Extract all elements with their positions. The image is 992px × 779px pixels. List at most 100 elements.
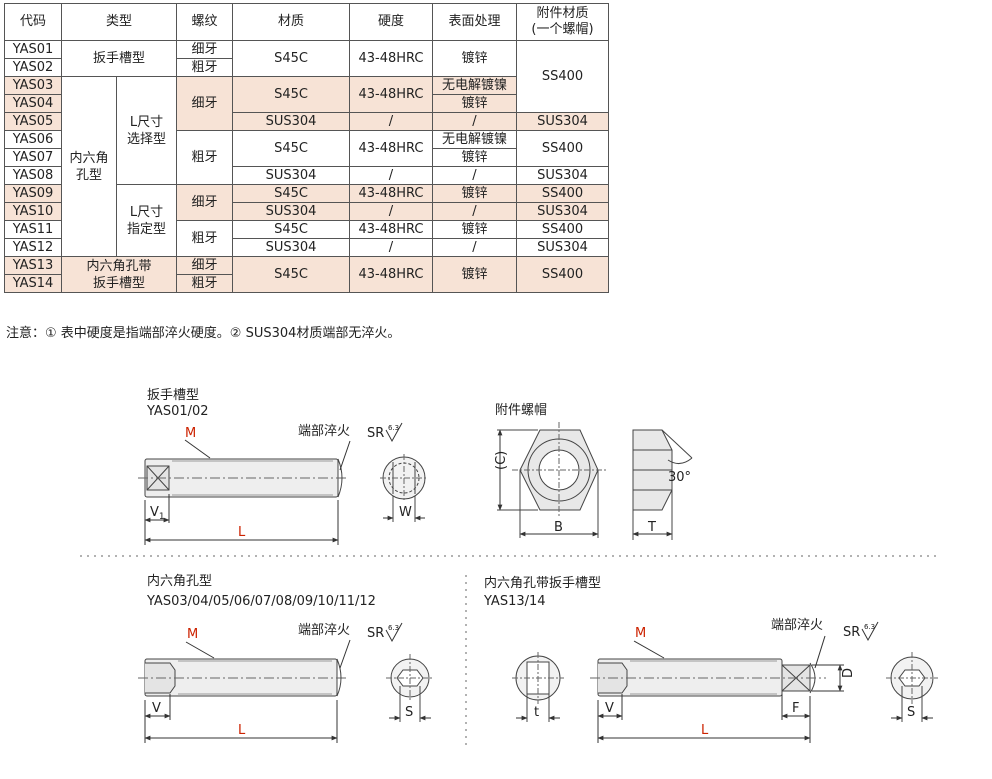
table-row: YAS05 SUS304 / / SUS304	[4, 112, 609, 131]
hardness-cell: 43-48HRC	[349, 130, 433, 167]
d1-sr: SR	[367, 426, 384, 441]
material-cell: S45C	[232, 220, 350, 239]
attachment-cell: SS400	[516, 40, 609, 113]
d2-title: 内六角孔型	[147, 573, 212, 589]
d1-label-v1: V1	[150, 505, 165, 522]
code-cell: YAS04	[4, 94, 62, 113]
attachment-cell: SUS304	[516, 112, 609, 131]
d1-label-m: M	[185, 426, 196, 441]
d1-screw	[138, 458, 348, 498]
nut-label-b: B	[554, 520, 563, 535]
d2-leader-hardened	[339, 639, 351, 669]
table-row: YAS14 粗牙	[4, 274, 609, 293]
table-header-row: 代码 类型 螺纹 材质 硬度 表面处理 附件材质(一个螺帽)	[4, 3, 609, 41]
d1-code: YAS01/02	[146, 404, 209, 419]
table-row: YAS12 SUS304 / / SUS304	[4, 238, 609, 257]
material-cell: SUS304	[232, 112, 350, 131]
d3-label-m: M	[635, 626, 646, 641]
material-cell: SUS304	[232, 166, 350, 185]
attachment-cell: SS400	[516, 220, 609, 239]
thread-cell: 细牙	[176, 40, 233, 59]
material-cell: SUS304	[232, 202, 350, 221]
hardness-cell: 43-48HRC	[349, 76, 433, 113]
d3-title: 内六角孔带扳手槽型	[484, 575, 601, 591]
d3-roughness-icon	[861, 621, 879, 642]
table-row: YAS01 扳手槽型 细牙 S45C 43-48HRC 镀锌 SS400	[4, 40, 609, 113]
material-cell: SUS304	[232, 238, 350, 257]
d1-title: 扳手槽型	[147, 387, 199, 403]
table-row: YAS09 L尺寸指定型 细牙 S45C 43-48HRC 镀锌 SS400	[4, 184, 609, 257]
d1-hardened: 端部淬火	[298, 424, 350, 439]
hardness-cell: 43-48HRC	[349, 184, 433, 203]
surface-cell: /	[432, 202, 517, 221]
nut-label-angle: 30°	[668, 470, 691, 485]
header-code: 代码	[4, 3, 62, 41]
code-cell: YAS14	[4, 274, 62, 293]
d2-label-v: V	[152, 701, 161, 716]
header-material: 材质	[232, 3, 350, 41]
surface-cell: 镀锌	[432, 40, 517, 77]
d3-label-v: V	[605, 701, 614, 716]
hardness-cell: 43-48HRC	[349, 40, 433, 77]
material-cell: S45C	[232, 184, 350, 203]
table-note: 注意：① 表中硬度是指端部淬火硬度。② SUS304材质端部无淬火。	[6, 326, 401, 341]
type-cell-l-select: L尺寸选择型	[116, 76, 177, 185]
table-row: YAS04 镀锌	[4, 94, 609, 113]
thread-cell: 粗牙	[176, 274, 233, 293]
d2-roughness-icon	[385, 622, 403, 643]
d2-screw	[138, 658, 347, 697]
table-row: YAS06 粗牙 S45C 43-48HRC 无电解镀镍 SS400	[4, 130, 609, 185]
attachment-cell: SS400	[516, 130, 609, 167]
d3-hardened: 端部淬火	[771, 618, 823, 633]
code-cell: YAS09	[4, 184, 62, 203]
header-attachment: 附件材质(一个螺帽)	[516, 3, 609, 41]
d3-leader-m	[633, 640, 665, 659]
hardness-cell: /	[349, 112, 433, 131]
table-row: YAS08 SUS304 / / SUS304	[4, 166, 609, 185]
nut-label-t: T	[647, 520, 656, 535]
d1-label-w: W	[399, 505, 412, 520]
d2-label-m: M	[187, 627, 198, 642]
nut-front-view	[497, 422, 606, 538]
surface-cell: 镀锌	[432, 184, 517, 203]
code-cell: YAS10	[4, 202, 62, 221]
type-cell-l-fixed: L尺寸指定型	[116, 184, 177, 257]
code-cell: YAS05	[4, 112, 62, 131]
d3-left-end-view	[512, 652, 564, 722]
table-row: YAS13 内六角孔带扳手槽型 细牙 S45C 43-48HRC 镀锌 SS40…	[4, 256, 609, 293]
spec-table: 代码 类型 螺纹 材质 硬度 表面处理 附件材质(一个螺帽) YAS01 扳手槽…	[4, 3, 609, 293]
type-cell-hex: 内六角孔型	[61, 76, 117, 257]
table-row: YAS10 SUS304 / / SUS304	[4, 202, 609, 221]
d1-leader-m	[184, 439, 211, 459]
thread-cell: 粗牙	[176, 220, 233, 257]
d2-end-view	[386, 654, 434, 722]
surface-cell: 镀锌	[432, 94, 517, 113]
d3-label-f: F	[792, 701, 799, 716]
d3-roughness: 6.3	[864, 623, 875, 631]
nut-label-c: (C)	[494, 451, 509, 470]
header-type: 类型	[61, 3, 177, 41]
d3-leader-hardened	[814, 635, 826, 669]
d3-code: YAS13/14	[483, 594, 546, 609]
attachment-cell: SS400	[516, 256, 609, 293]
d3-label-l: L	[701, 723, 709, 738]
hardness-cell: 43-48HRC	[349, 256, 433, 293]
d2-roughness: 6.3	[388, 624, 399, 632]
d1-roughness: 6.3	[388, 424, 399, 432]
nut-title: 附件螺帽	[495, 402, 547, 418]
d3-label-d: D	[841, 668, 856, 678]
d3-sr: SR	[843, 625, 860, 640]
d3-right-end-view	[886, 652, 938, 722]
attachment-cell: SS400	[516, 184, 609, 203]
material-cell: S45C	[232, 130, 350, 167]
d2-sr: SR	[367, 626, 384, 641]
d1-roughness-icon	[385, 422, 403, 443]
d2-code: YAS03/04/05/06/07/08/09/10/11/12	[146, 594, 376, 609]
d2-leader-m	[185, 641, 215, 659]
d2-label-l: L	[238, 723, 246, 738]
d1-label-l: L	[238, 525, 246, 540]
d3-screw	[590, 658, 826, 697]
type-cell-combo: 内六角孔带扳手槽型	[61, 256, 177, 293]
attachment-cell: SUS304	[516, 166, 609, 185]
